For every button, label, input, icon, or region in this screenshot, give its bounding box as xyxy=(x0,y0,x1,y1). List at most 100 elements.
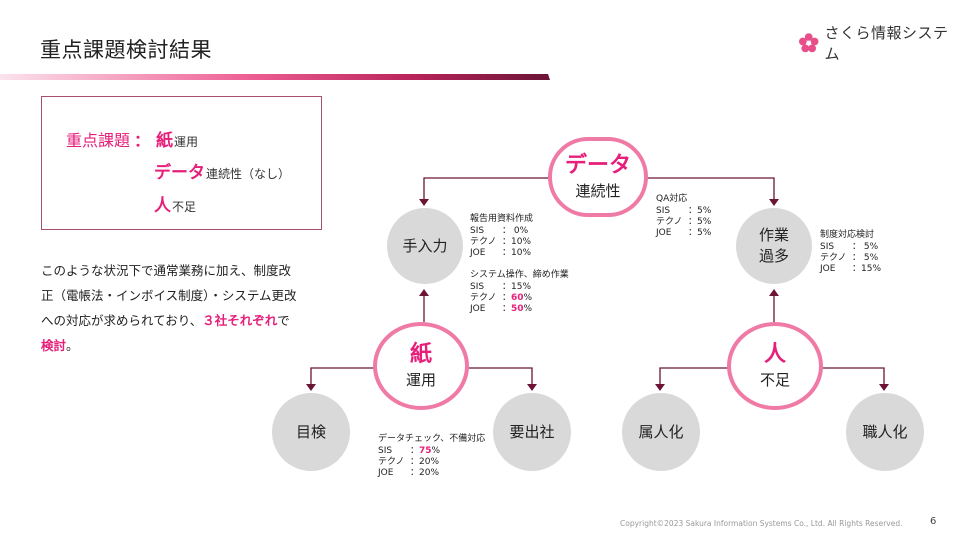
note-title: QA対応 xyxy=(656,194,688,204)
note-value: ：15% xyxy=(852,264,882,274)
note-row: SIS：5% xyxy=(656,206,711,217)
arrow-head xyxy=(769,289,779,296)
note-value: ： xyxy=(502,293,512,303)
note-value: ：10% xyxy=(502,237,532,247)
node-label: 過多 xyxy=(758,247,789,265)
note-key: テクノ xyxy=(820,253,847,263)
note-value: ：20% xyxy=(410,457,440,467)
note-report: 報告用資料作成 SIS ： 0% テクノ ：10% JOE：10% xyxy=(470,214,533,259)
description-line: 検討。 xyxy=(41,333,331,358)
node-title: 人 xyxy=(763,342,786,367)
page-title: 重点課題検討結果 xyxy=(40,38,212,62)
summary-label: 重点課題 xyxy=(66,131,131,150)
note-title: 報告用資料作成 xyxy=(470,214,534,224)
paper-operation-node: 紙 運用 xyxy=(373,322,469,410)
visual-check-node: 目検 xyxy=(272,393,350,471)
summary-box: 重点課題 ： 紙 運用 データ 連続性（なし） 人 不足 xyxy=(41,96,322,230)
description-line: 正（電帳法・インボイス制度）・システム更改 xyxy=(41,288,297,303)
summary-row-paper: 重点課題 ： 紙 運用 xyxy=(66,126,198,151)
note-key: テクノ xyxy=(470,293,497,303)
arrow-head xyxy=(879,384,889,391)
logo-text: さくら情報システム xyxy=(824,24,949,63)
note-revision: 制度対応検討 SIS ： 5% テクノ ： 5% JOE ：15% xyxy=(820,230,881,275)
node-subtitle: 連続性 xyxy=(575,182,621,200)
note-value-highlight: 75 xyxy=(419,446,432,456)
personalization-node: 属人化 xyxy=(622,393,700,471)
work-overload-node: 作業 過多 xyxy=(736,208,812,284)
description-highlight: 検討 xyxy=(41,338,67,353)
summary-row-people: 人 不足 xyxy=(154,191,196,216)
note-key: SIS xyxy=(378,446,393,456)
note-value: ：5% xyxy=(688,206,712,216)
data-continuity-node: データ 連続性 xyxy=(548,137,648,217)
node-label: 職人化 xyxy=(862,422,908,441)
note-row: JOE：10% xyxy=(470,248,533,259)
note-key: JOE xyxy=(378,468,394,478)
node-subtitle: 不足 xyxy=(759,371,790,389)
description-highlight: ３社それぞれ xyxy=(202,313,278,328)
node-label: 手入力 xyxy=(402,236,448,255)
summary-big: 紙 xyxy=(156,131,174,151)
description-span: への対応が求められており、 xyxy=(41,313,203,328)
node-title: 紙 xyxy=(409,342,432,367)
note-title: システム操作、締め作業 xyxy=(470,270,569,280)
note-data-check: データチェック、不備対応 SIS ：75% テクノ ：20% JOE ：20% xyxy=(378,434,485,479)
arrow-head xyxy=(419,289,429,296)
description-line: への対応が求められており、３社それぞれで xyxy=(41,308,331,333)
craftsman-node: 職人化 xyxy=(846,393,924,471)
note-value: ：5% xyxy=(688,217,712,227)
summary-big: 人 xyxy=(154,196,171,216)
note-row: SIS ： 5% xyxy=(820,242,881,253)
note-value: ： 0% xyxy=(502,226,529,236)
note-key: JOE xyxy=(470,304,486,314)
note-value: ： 5% xyxy=(852,253,879,263)
note-value-highlight: 60 xyxy=(511,293,524,303)
note-value: ： xyxy=(410,446,420,456)
note-value: ：15% xyxy=(502,282,532,292)
node-label: 属人化 xyxy=(638,422,684,441)
arrow-head xyxy=(306,384,316,391)
note-value: ： 5% xyxy=(852,242,879,252)
description-text: このような状況下で通常業務に加え、制度改 正（電帳法・インボイス制度）・システム… xyxy=(41,258,331,358)
arrow-head xyxy=(419,199,429,206)
summary-small: 運用 xyxy=(174,135,199,149)
summary-big: データ xyxy=(154,163,205,183)
summary-small: 連続性（なし） xyxy=(206,167,291,181)
node-subtitle: 運用 xyxy=(405,371,436,389)
note-system-operation: システム操作、締め作業 SIS：15% テクノ：60% JOE：50% xyxy=(470,270,569,315)
node-label: 要出社 xyxy=(509,422,555,441)
note-key: SIS xyxy=(820,242,835,252)
note-key: テクノ xyxy=(470,237,497,247)
note-row: テクノ ： 5% xyxy=(820,253,881,264)
note-row: テクノ ：5% xyxy=(656,217,711,228)
note-key: JOE xyxy=(656,228,672,238)
office-attendance-node: 要出社 xyxy=(493,393,571,471)
description-span: 。 xyxy=(66,338,79,353)
note-qa: QA対応 SIS：5% テクノ：5% JOE：5% xyxy=(656,194,711,239)
note-row: JOE ：15% xyxy=(820,264,881,275)
summary-row-data: データ 連続性（なし） xyxy=(154,158,290,183)
note-title: 制度対応検討 xyxy=(820,230,875,240)
company-logo: さくら情報システム xyxy=(798,22,960,64)
note-title: データチェック、不備対応 xyxy=(378,434,486,444)
description-line: このような状況下で通常業務に加え、制度改 xyxy=(41,263,292,278)
note-value: % xyxy=(523,304,533,314)
note-value: % xyxy=(431,446,441,456)
note-key: テクノ xyxy=(656,217,683,227)
note-key: テクノ xyxy=(378,457,405,467)
note-row: JOE：5% xyxy=(656,228,711,239)
note-key: SIS xyxy=(470,282,485,292)
note-row: JOE：50% xyxy=(470,304,569,315)
summary-colon: ： xyxy=(134,131,151,150)
note-row: テクノ ：10% xyxy=(470,237,533,248)
header-band xyxy=(0,74,550,80)
note-key: SIS xyxy=(470,226,485,236)
note-key: JOE xyxy=(820,264,836,274)
sakura-icon xyxy=(798,33,819,53)
note-row: テクノ ：20% xyxy=(378,457,485,468)
note-row: SIS ：75% xyxy=(378,446,485,457)
note-value: ： xyxy=(502,304,512,314)
description-span: で xyxy=(277,313,290,328)
note-value: ：10% xyxy=(502,248,532,258)
